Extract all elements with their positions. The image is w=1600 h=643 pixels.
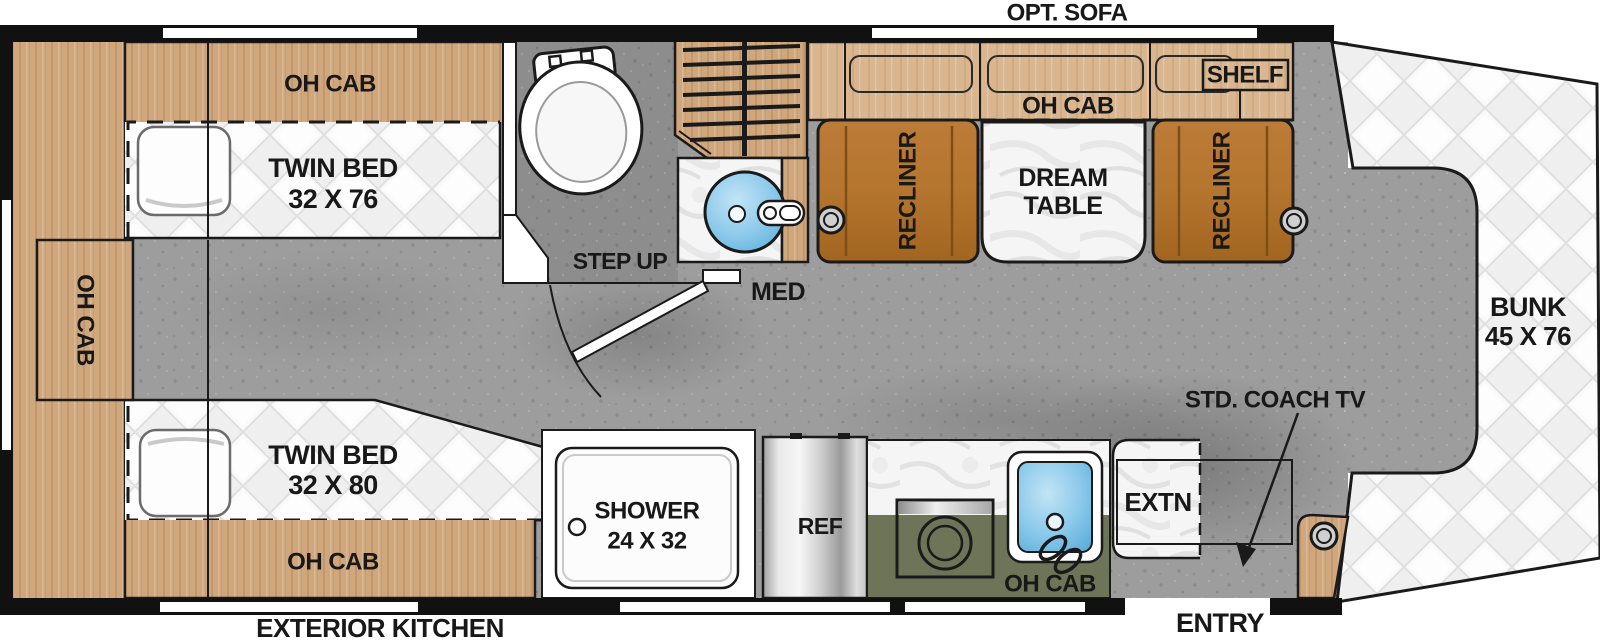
recliner-right (1151, 118, 1309, 264)
extn-counter (1111, 438, 1202, 560)
label-oh-cab-dinette: OH CAB (1022, 93, 1114, 120)
kitchen-counter (866, 439, 1111, 599)
dinette (806, 40, 1309, 264)
label-dream-table-1: DREAM (1018, 164, 1107, 192)
door-swing-arc (549, 284, 602, 398)
label-opt-sofa: OPT. SOFA (1007, 0, 1128, 27)
shower-stall (541, 429, 756, 599)
oh-cab-left-box (35, 238, 135, 402)
label-step-up: STEP UP (573, 248, 668, 274)
label-med: MED (751, 278, 805, 306)
label-oh-cab-top: OH CAB (284, 71, 376, 98)
refrigerator (761, 433, 869, 600)
shelf-box (1201, 58, 1290, 92)
step-up-platform (502, 214, 549, 284)
label-oh-cab-bottom: OH CAB (287, 549, 379, 576)
label-oh-cab-kitchen: OH CAB (1004, 571, 1096, 598)
label-extn: EXTN (1124, 487, 1191, 517)
label-ref: REF (798, 513, 843, 539)
label-twin-bed-2-size: 32 X 80 (288, 470, 378, 500)
cup-holder-icon (1279, 206, 1309, 236)
entry-step (1296, 513, 1350, 600)
label-bunk: BUNK (1490, 292, 1567, 322)
vanity-sink (676, 156, 810, 264)
bunk-mattress (1330, 40, 1600, 604)
label-recliner-left: RECLINER (895, 131, 922, 250)
label-twin-bed-1: TWIN BED (268, 153, 397, 183)
label-oh-cab-left: OH CAB (72, 274, 99, 366)
window (872, 28, 1257, 38)
label-recliner-right: RECLINER (1209, 131, 1236, 250)
label-bunk-size: 45 X 76 (1485, 321, 1571, 351)
compartment-door (160, 602, 418, 612)
entry-step-wall (1270, 598, 1342, 615)
tv-swivel-outline (1116, 459, 1293, 545)
label-shower-size: 24 X 32 (607, 528, 686, 555)
label-twin-bed-1-size: 32 X 76 (288, 184, 378, 214)
oh-cab-strip-top (123, 40, 507, 122)
cup-holder-icon (816, 205, 846, 235)
label-dream-table-2: TABLE (1024, 192, 1103, 220)
walls (0, 25, 1342, 615)
dream-table (980, 120, 1147, 264)
label-shelf: SHELF (1207, 62, 1283, 89)
cup-holder-icon (1309, 521, 1339, 551)
kitchen-sink-icon (1006, 450, 1104, 575)
toilet-icon (518, 45, 644, 196)
drain-icon (567, 517, 587, 537)
door-leaf (570, 279, 710, 364)
compartment-door (620, 602, 890, 612)
bathroom-wall (502, 41, 517, 219)
compartment-door (905, 602, 1085, 612)
faucet-icon (1038, 534, 1068, 562)
stove-icon (895, 498, 995, 579)
bathroom-door (548, 279, 710, 398)
label-std-coach-tv: STD. COACH TV (1185, 387, 1366, 414)
label-twin-bed-2: TWIN BED (268, 440, 397, 470)
window (163, 28, 417, 38)
twin-bed-1 (125, 120, 502, 240)
label-exterior-kitchen: EXTERIOR KITCHEN (256, 613, 504, 643)
recliner-left (816, 118, 980, 264)
wardrobe-cabinet (673, 38, 809, 160)
bathroom (502, 38, 810, 398)
label-entry: ENTRY (1176, 608, 1264, 638)
window (2, 200, 11, 450)
bathroom-wall-stub (702, 269, 741, 284)
tv-arrow (1236, 412, 1300, 567)
label-shower: SHOWER (595, 498, 700, 525)
